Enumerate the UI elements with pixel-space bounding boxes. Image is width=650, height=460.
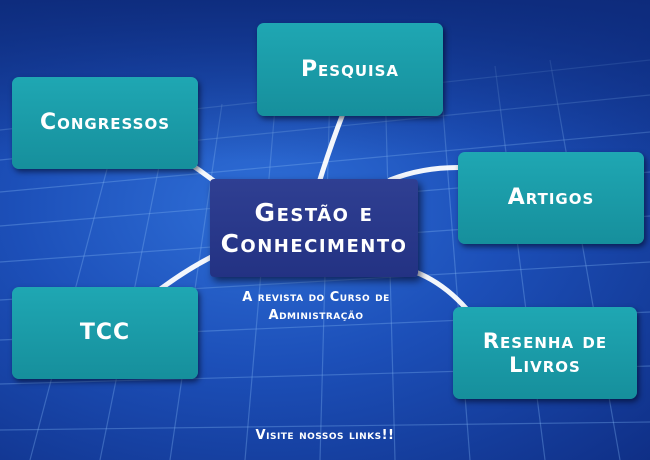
node-congressos[interactable]: Congressos: [12, 77, 198, 169]
node-resenha-de-livros[interactable]: Resenha de Livros: [453, 307, 637, 399]
subtitle: A revista do Curso de Administração: [242, 290, 390, 323]
footer-link-text[interactable]: Visite nossos links!!: [255, 428, 395, 443]
node-pesquisa[interactable]: Pesquisa: [257, 23, 443, 116]
center-node-label: Gestão e Conhecimento: [220, 197, 408, 258]
node-artigos-label: Artigos: [507, 185, 595, 211]
node-tcc[interactable]: TCC: [12, 287, 198, 379]
node-tcc-label: TCC: [79, 320, 131, 346]
node-pesquisa-label: Pesquisa: [300, 56, 400, 82]
center-node-gestao-e-conhecimento: Gestão e Conhecimento: [210, 179, 418, 277]
node-congressos-label: Congressos: [39, 110, 171, 136]
node-resenha-label: Resenha de Livros: [482, 328, 608, 377]
node-artigos[interactable]: Artigos: [458, 152, 644, 244]
